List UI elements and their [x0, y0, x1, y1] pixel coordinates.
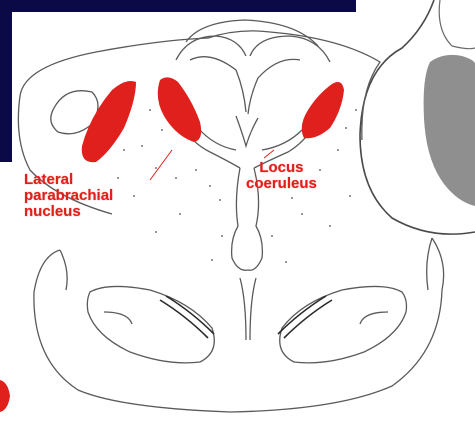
inset-shaded-region	[424, 55, 475, 206]
inset-panel	[360, 0, 475, 234]
parabrachial-left-highlight	[82, 81, 136, 162]
label-line: Locus	[246, 160, 317, 176]
title-banner-side	[0, 12, 12, 162]
left-edge-fragment	[0, 230, 8, 310]
red-edge-fragment	[0, 380, 10, 412]
label-line: coeruleus	[246, 176, 317, 192]
coeruleus-right-highlight	[302, 82, 344, 138]
title-banner	[0, 0, 356, 12]
coeruleus-left-highlight	[158, 77, 201, 142]
label-locus-coeruleus: Locus coeruleus	[246, 160, 317, 192]
label-lateral-parabrachial-nucleus: Lateral parabrachial nucleus	[24, 172, 113, 219]
highlighted-nuclei	[82, 77, 344, 162]
label-line: nucleus	[24, 204, 113, 220]
label-line: parabrachial	[24, 188, 113, 204]
label-line: Lateral	[24, 172, 113, 188]
